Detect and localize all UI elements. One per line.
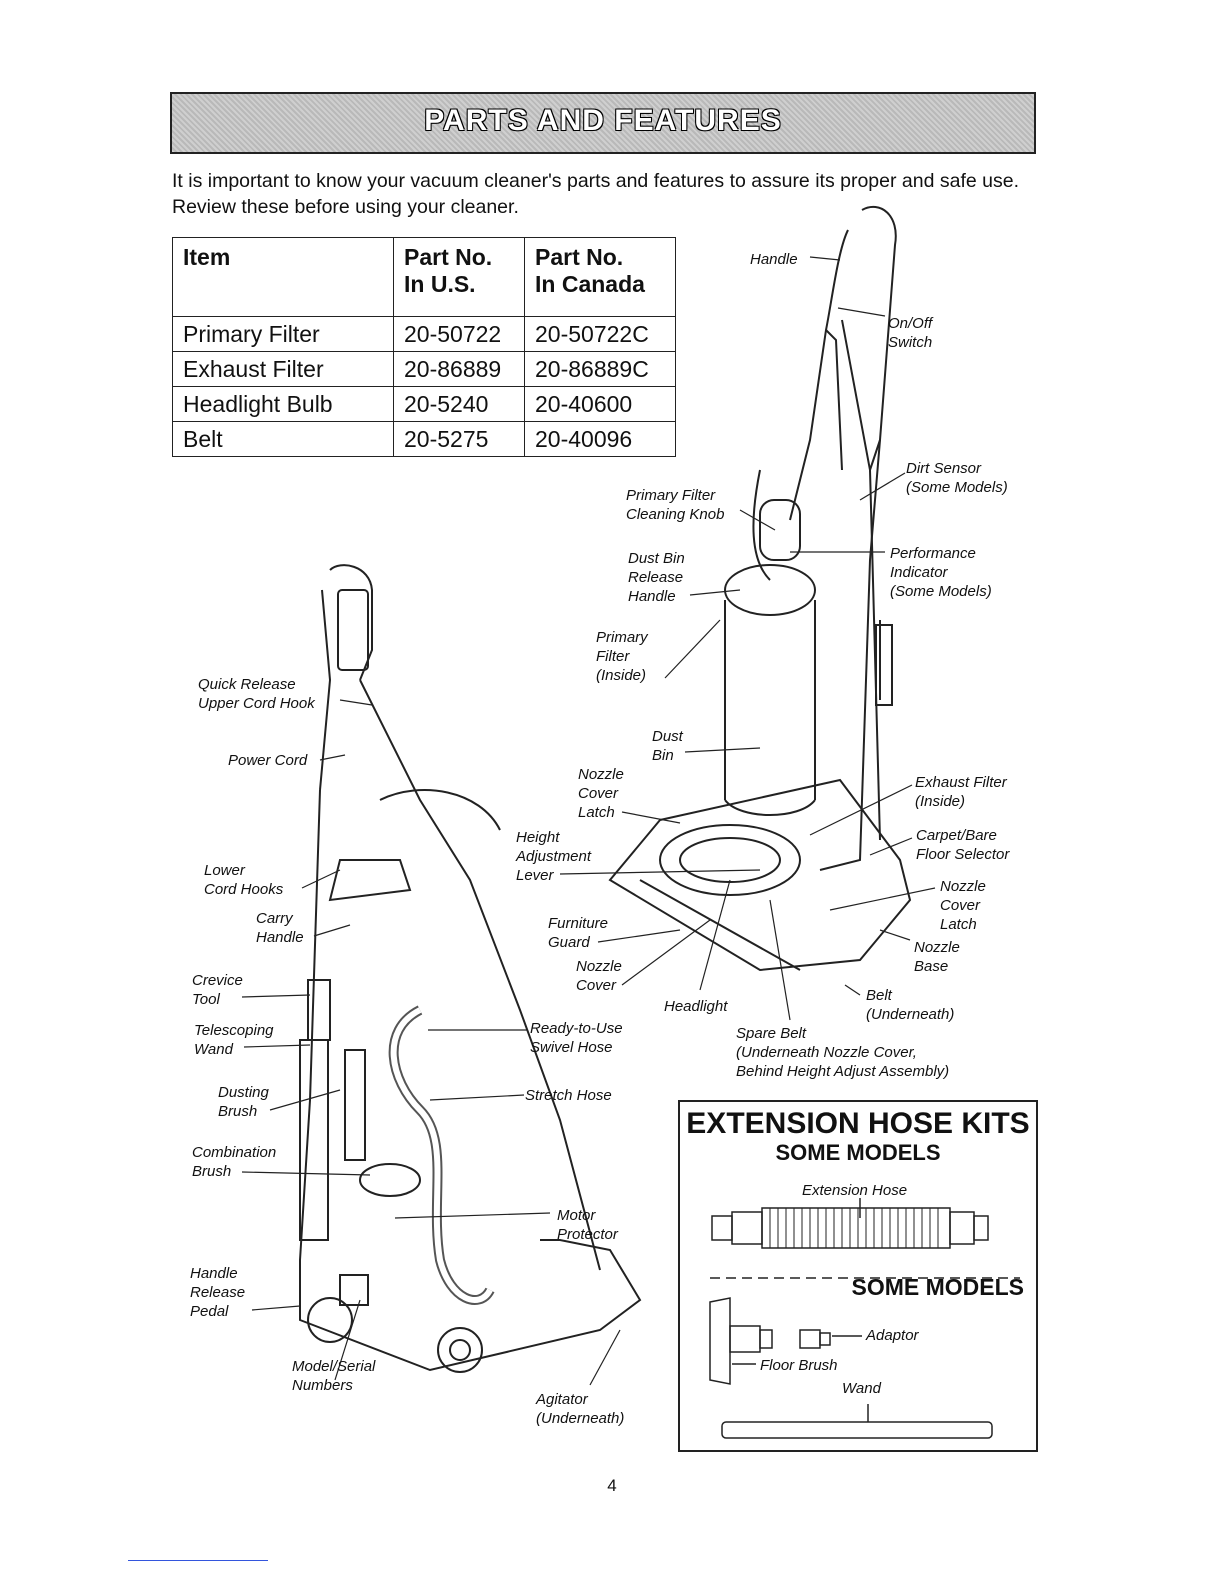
table-cell: Exhaust Filter xyxy=(172,351,394,387)
table-header-row: Item Part No. In U.S. Part No. In Canada xyxy=(172,237,676,317)
label-stretch-hose: Stretch Hose xyxy=(525,1087,612,1104)
label-agitator: Agitator (Underneath) xyxy=(536,1391,625,1427)
label-extension-hose: Extension Hose xyxy=(802,1182,908,1199)
table-cell: 20-50722C xyxy=(524,316,676,352)
label-combination-brush: Combination Brush xyxy=(192,1144,277,1180)
kit-subtitle: SOME MODELS xyxy=(775,1140,941,1165)
table-cell: 20-40600 xyxy=(524,386,676,422)
label-carry-handle: Carry Handle xyxy=(256,910,304,946)
label-nozzle-cover-latch-right: Nozzle Cover Latch xyxy=(940,878,986,933)
table-row: Primary Filter 20-50722 20-50722C xyxy=(172,316,676,352)
label-exhaust-filter: Exhaust Filter (Inside) xyxy=(915,774,1007,810)
footer-rule xyxy=(128,1560,268,1561)
label-belt: Belt (Underneath) xyxy=(866,987,955,1023)
label-dirt-sensor: Dirt Sensor (Some Models) xyxy=(906,460,1008,496)
table-cell: 20-5240 xyxy=(393,386,525,422)
extension-hose-kits-box: EXTENSION HOSE KITS SOME MODELS Extensio… xyxy=(678,1100,1038,1452)
column-header: Part No. In Canada xyxy=(524,237,676,317)
column-header: Part No. In U.S. xyxy=(393,237,525,317)
label-nozzle-cover: Nozzle Cover xyxy=(576,958,622,994)
intro-paragraph: It is important to know your vacuum clea… xyxy=(172,170,1019,218)
table-cell: 20-40096 xyxy=(524,421,676,457)
page-number: 4 xyxy=(607,1476,617,1495)
label-dust-bin: Dust Bin xyxy=(652,728,683,764)
table-cell: 20-86889 xyxy=(393,351,525,387)
kit-subtitle-2: SOME MODELS xyxy=(851,1274,1024,1300)
label-power-cord: Power Cord xyxy=(228,752,308,769)
label-quick-release-upper-cord-hook: Quick Release Upper Cord Hook xyxy=(198,676,315,712)
label-telescoping-wand: Telescoping Wand xyxy=(194,1022,274,1058)
table-row: Exhaust Filter 20-86889 20-86889C xyxy=(172,351,676,387)
label-furniture-guard: Furniture Guard xyxy=(548,915,609,951)
table-cell: Belt xyxy=(172,421,394,457)
label-nozzle-base: Nozzle Base xyxy=(914,939,960,975)
label-on-off-switch: On/Off Switch xyxy=(888,315,933,351)
label-spare-belt: Spare Belt (Underneath Nozzle Cover, Beh… xyxy=(736,1025,950,1080)
label-carpet-bare-floor-selector: Carpet/Bare Floor Selector xyxy=(916,827,1010,863)
label-primary-filter-inside: Primary Filter (Inside) xyxy=(596,629,648,684)
table-row: Headlight Bulb 20-5240 20-40600 xyxy=(172,386,676,422)
table-cell: 20-86889C xyxy=(524,351,676,387)
parts-table: Item Part No. In U.S. Part No. In Canada… xyxy=(172,237,676,457)
section-title: PARTS AND FEATURES xyxy=(424,104,782,137)
label-primary-filter-cleaning-knob: Primary Filter Cleaning Knob xyxy=(626,487,725,523)
label-floor-brush: Floor Brush xyxy=(760,1357,838,1374)
table-cell: 20-50722 xyxy=(393,316,525,352)
label-motor-protector: Motor Protector xyxy=(557,1207,618,1243)
kit-title: EXTENSION HOSE KITS xyxy=(686,1107,1030,1140)
label-model-serial-numbers: Model/Serial Numbers xyxy=(292,1358,376,1394)
table-cell: Headlight Bulb xyxy=(172,386,394,422)
table-cell: Primary Filter xyxy=(172,316,394,352)
label-handle-release-pedal: Handle Release Pedal xyxy=(190,1265,246,1320)
label-handle: Handle xyxy=(750,251,798,268)
label-dust-bin-release-handle: Dust Bin Release Handle xyxy=(628,550,685,605)
table-row: Belt 20-5275 20-40096 xyxy=(172,421,676,457)
label-performance-indicator: Performance Indicator (Some Models) xyxy=(890,545,992,600)
label-height-adjustment-lever: Height Adjustment Lever xyxy=(516,829,592,884)
label-headlight: Headlight xyxy=(664,998,728,1015)
kit-illustration xyxy=(709,1198,1020,1439)
label-dusting-brush: Dusting Brush xyxy=(218,1084,269,1120)
label-lower-cord-hooks: Lower Cord Hooks xyxy=(204,862,284,898)
label-ready-to-use-swivel-hose: Ready-to-Use Swivel Hose xyxy=(530,1020,623,1056)
label-wand: Wand xyxy=(842,1380,881,1397)
label-adaptor: Adaptor xyxy=(866,1327,919,1344)
label-crevice-tool: Crevice Tool xyxy=(192,972,243,1008)
label-nozzle-cover-latch-left: Nozzle Cover Latch xyxy=(578,766,624,821)
table-cell: 20-5275 xyxy=(393,421,525,457)
section-banner: PARTS AND FEATURES xyxy=(170,92,1036,154)
